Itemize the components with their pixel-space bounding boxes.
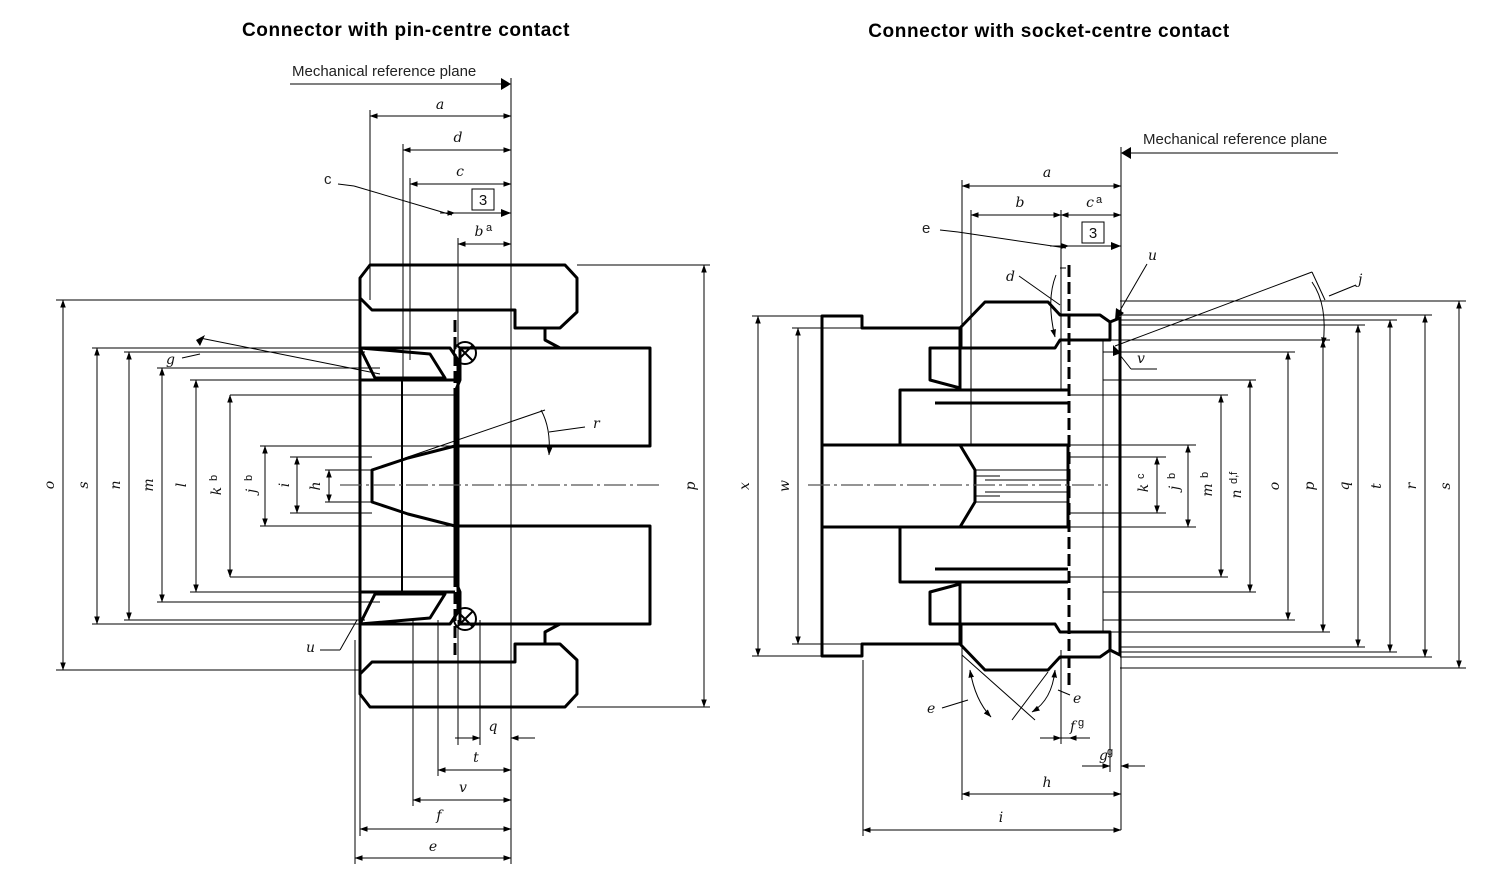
socket-dim-h: h (1042, 775, 1051, 791)
socket-insulator (820, 443, 977, 529)
socket-dim-k: k (1136, 484, 1152, 492)
socket-dim-f-sup: g (1078, 717, 1084, 729)
dim-s: s (76, 481, 92, 488)
dim-n: n (108, 480, 124, 489)
socket-dim-c: c (1086, 195, 1094, 211)
socket-dim-t: t (1369, 483, 1385, 489)
pin-callouts: g u r (166, 335, 601, 656)
socket-dim-r: r (1404, 481, 1420, 489)
socket-callout-d: d (1006, 269, 1015, 285)
socket-connector-view: Mechanical reference plane (737, 131, 1466, 836)
dim-q: q (489, 719, 498, 735)
socket-dim-i: i (999, 810, 1003, 826)
dim-l: l (174, 483, 190, 487)
pin-reference-plane-label: Mechanical reference plane (292, 63, 476, 80)
dim-t: t (473, 750, 479, 766)
pin-boxed-3: 3 (479, 192, 487, 209)
socket-view-title: Connector with socket-centre contact (868, 21, 1230, 42)
callout-r: r (593, 416, 601, 432)
socket-flange (820, 314, 962, 658)
socket-dim-k-sup: c (1135, 473, 1147, 479)
socket-dim-n-sup: d,f (1228, 471, 1240, 484)
socket-dim-s: s (1438, 482, 1454, 489)
pin-bottom-dimensions: q t v f e (354, 620, 535, 864)
socket-boxed-3: 3 (1089, 225, 1097, 242)
dim-v: v (459, 780, 467, 796)
callout-g: g (166, 352, 175, 368)
socket-callout-e-left: e (927, 701, 935, 717)
dim-j: j (244, 488, 260, 496)
dim-e: e (429, 839, 437, 855)
dim-i: i (277, 483, 293, 487)
dim-h: h (308, 481, 324, 490)
socket-outer-body (958, 300, 1122, 672)
dim-c: c (456, 164, 464, 180)
pin-reference-plane: Mechanical reference plane (290, 63, 512, 864)
callout-u: u (306, 640, 315, 656)
pin-view-title: Connector with pin-centre contact (242, 20, 570, 41)
socket-callouts: d u j v e e (927, 248, 1363, 721)
socket-diameter-dimensions: x w k c j b m b n d,f (737, 300, 1466, 669)
socket-callout-j: j (1355, 272, 1363, 288)
socket-dim-g: g (1099, 748, 1108, 764)
dim-a: a (436, 97, 444, 113)
socket-dim-m: m (1200, 483, 1216, 496)
socket-outer-contact (900, 348, 1068, 624)
dim-j-sup: b (243, 475, 255, 481)
socket-reference-plane-label: Mechanical reference plane (1143, 131, 1327, 148)
socket-dim-b: b (1016, 195, 1025, 211)
socket-dim-o: o (1267, 482, 1283, 490)
dim-f: f (435, 808, 444, 824)
pin-body (453, 326, 652, 646)
callout-c: c (324, 171, 332, 188)
socket-callout-e-right: e (1073, 691, 1081, 707)
dim-k-sup: b (208, 475, 220, 481)
dim-b: b (475, 224, 484, 240)
socket-dim-g-sup: g (1107, 746, 1113, 758)
socket-callout-v: v (1137, 351, 1145, 367)
dim-b-sup: a (486, 222, 493, 234)
socket-callout-e-top: e (922, 220, 930, 237)
socket-dim-p: p (1302, 481, 1318, 490)
socket-callout-u: u (1148, 248, 1157, 264)
socket-dim-w: w (777, 480, 793, 492)
socket-dim-m-sup: b (1199, 472, 1211, 478)
socket-dim-n: n (1229, 489, 1245, 498)
dim-k: k (209, 487, 225, 495)
dim-d: d (454, 130, 463, 146)
dim-o: o (42, 481, 58, 489)
socket-dim-a: a (1043, 165, 1051, 181)
pin-o-ring-bottom (453, 607, 477, 631)
socket-top-dimensions: a b c a 3 e (922, 165, 1122, 445)
pin-top-dimensions: a d c 3 b a c (324, 97, 512, 380)
pin-outer-contact (230, 298, 460, 674)
socket-bottom-dimensions: f g g g h i (862, 625, 1145, 836)
socket-dim-x: x (737, 482, 753, 490)
pin-o-ring-top (453, 341, 477, 365)
dim-p: p (683, 481, 699, 490)
dim-m: m (141, 478, 157, 491)
pin-connector-view: Mechanical reference plane (42, 63, 710, 864)
socket-dim-j-sup: b (1166, 473, 1178, 479)
socket-dim-j: j (1167, 485, 1183, 493)
socket-dim-f: f (1069, 719, 1078, 735)
pin-diameter-dimensions: o s n m l k b j b i (42, 264, 710, 708)
socket-dim-q: q (1337, 481, 1353, 490)
socket-dim-c-sup: a (1096, 194, 1103, 206)
